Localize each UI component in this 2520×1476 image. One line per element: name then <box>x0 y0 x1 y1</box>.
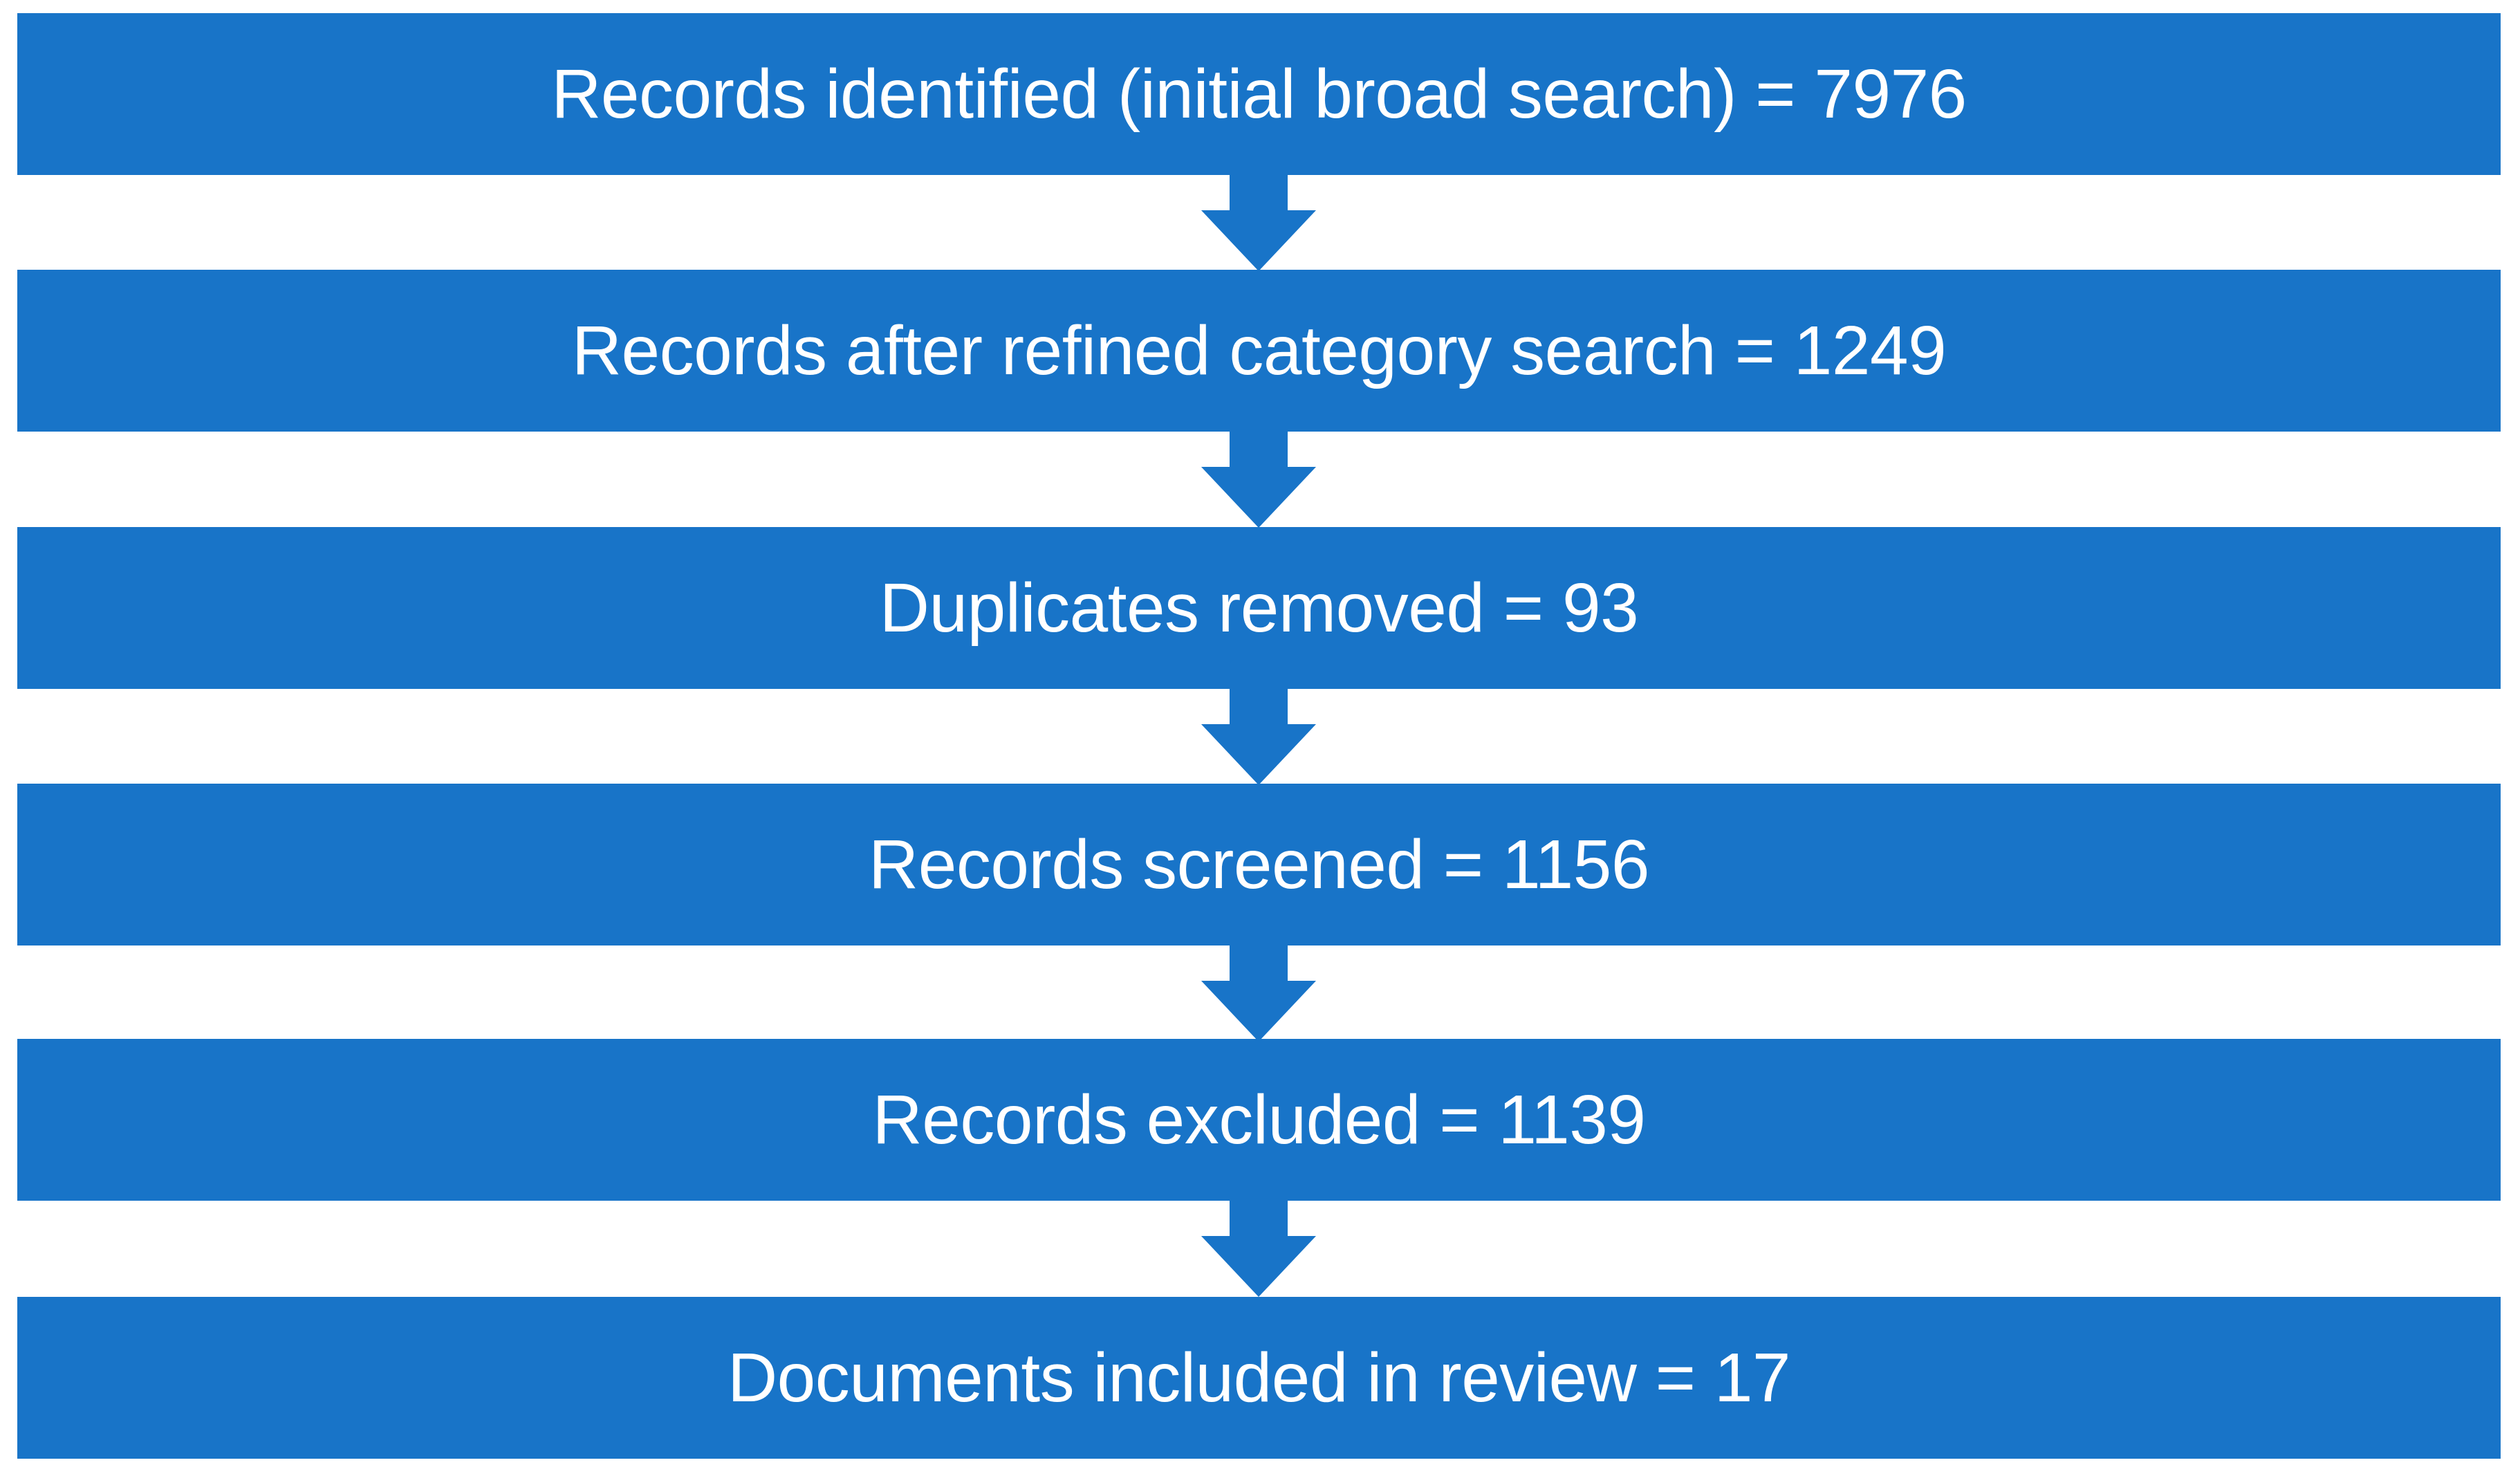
arrow-stem <box>1230 689 1288 725</box>
arrow-head <box>1201 210 1316 271</box>
arrow-head <box>1201 981 1316 1042</box>
flow-stage-label: Documents included in review = 17 <box>727 1338 1791 1417</box>
flow-stage-label: Records excluded = 1139 <box>872 1080 1646 1159</box>
flow-stage-label: Records screened = 1156 <box>868 825 1650 903</box>
flow-stage-documents-included-in-review: Documents included in review = 17 <box>17 1297 2501 1459</box>
flow-stage-duplicates-removed: Duplicates removed = 93 <box>17 527 2501 689</box>
flow-stage-records-excluded: Records excluded = 1139 <box>17 1039 2501 1201</box>
arrow-stem <box>1230 175 1288 211</box>
arrow-head <box>1201 1236 1316 1297</box>
flow-stage-label: Duplicates removed = 93 <box>879 569 1639 647</box>
arrow-down-icon <box>1201 689 1316 785</box>
flow-stage-records-after-refined-category-search: Records after refined category search = … <box>17 270 2501 432</box>
arrow-down-icon <box>1201 1201 1316 1297</box>
arrow-down-icon <box>1201 175 1316 271</box>
arrow-stem <box>1230 1201 1288 1237</box>
flow-stage-label: Records after refined category search = … <box>571 311 1947 389</box>
arrow-head <box>1201 724 1316 785</box>
flow-stage-label: Records identified (initial broad search… <box>551 55 1967 133</box>
arrow-down-icon <box>1201 945 1316 1042</box>
arrow-head <box>1201 467 1316 528</box>
flow-stage-records-identified: Records identified (initial broad search… <box>17 13 2501 175</box>
arrow-stem <box>1230 432 1288 468</box>
flow-stage-records-screened: Records screened = 1156 <box>17 784 2501 945</box>
arrow-down-icon <box>1201 432 1316 528</box>
arrow-stem <box>1230 945 1288 981</box>
